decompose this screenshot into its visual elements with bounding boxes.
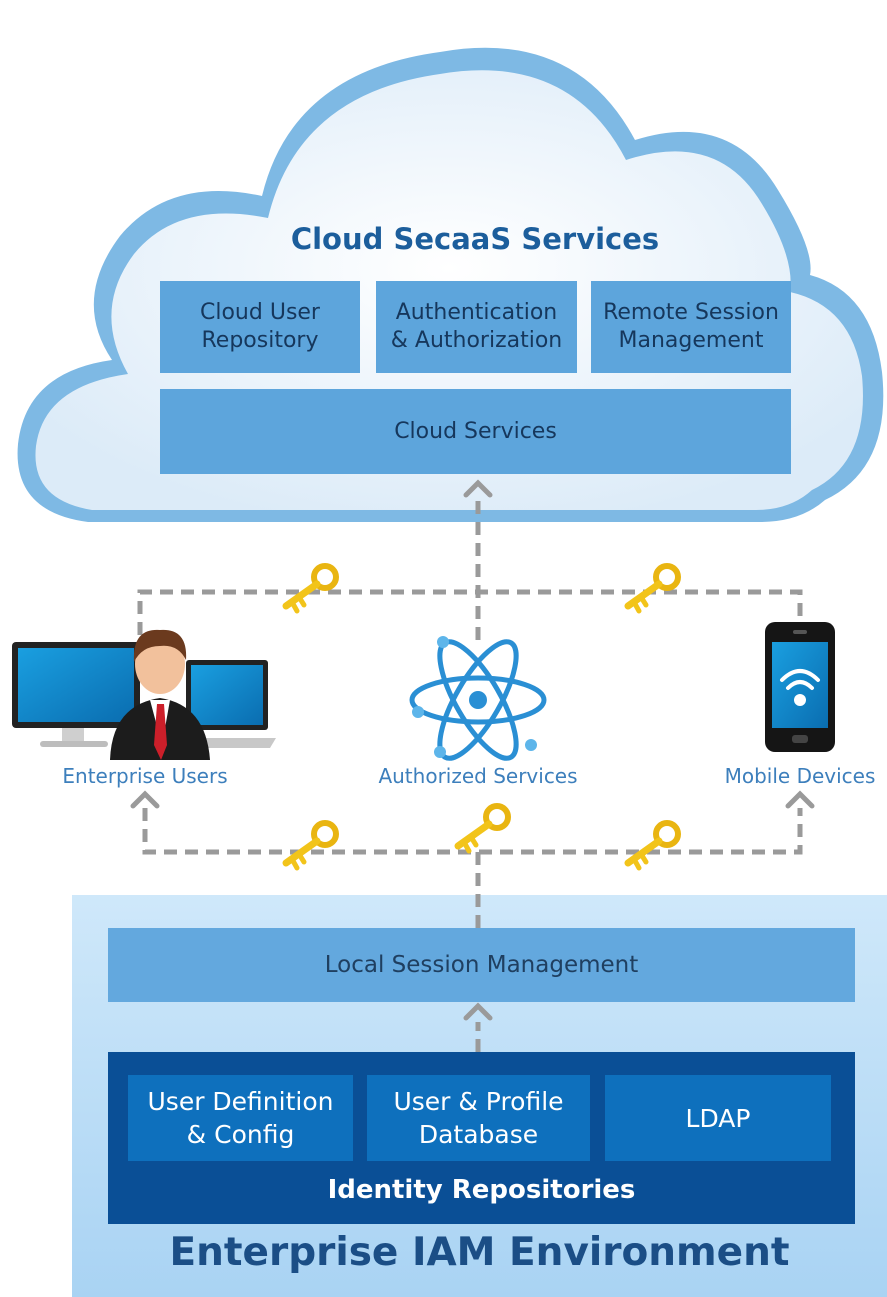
cloud-services-label: Cloud Services (394, 418, 557, 444)
user-profile-database-box: User & Profile Database (367, 1075, 590, 1161)
cloud-user-repository-box: Cloud User Repository (160, 281, 360, 373)
arrowheads (130, 479, 815, 1021)
enterprise-iam-environment-title: Enterprise IAM Environment (169, 1230, 790, 1275)
businessman-icon (110, 629, 210, 760)
cloud-box-label: Authentication & Authorization (390, 300, 563, 353)
local-session-label: Local Session Management (324, 952, 639, 978)
authentication-authorization-box: Authentication & Authorization (376, 281, 577, 373)
key-icon (628, 566, 678, 611)
cloud-box-label: Remote Session Management (603, 300, 779, 353)
repo-box-label: User Definition & Config (147, 1087, 334, 1149)
repo-box-label: User & Profile Database (393, 1087, 564, 1149)
cloud-services-box: Cloud Services (160, 389, 791, 474)
key-icon (458, 806, 508, 851)
key-icon (628, 823, 678, 868)
cloud-box-label: Cloud User Repository (200, 300, 320, 353)
key-icon (286, 823, 336, 868)
enterprise-users-label: Enterprise Users (62, 764, 228, 788)
ldap-box: LDAP (605, 1075, 831, 1161)
cloud-title: Cloud SecaaS Services (290, 222, 660, 256)
enterprise-users-icon (12, 629, 276, 760)
repo-box-label: LDAP (685, 1103, 751, 1133)
wifi-icon (780, 669, 820, 706)
local-session-management-box: Local Session Management (108, 928, 855, 1002)
connector-lines (137, 500, 803, 1052)
user-definition-config-box: User Definition & Config (128, 1075, 353, 1161)
monitor-icon (12, 642, 140, 747)
identity-repositories-title: Identity Repositories (327, 1175, 636, 1205)
atom-icon (409, 636, 547, 761)
mobile-devices-label: Mobile Devices (724, 764, 876, 788)
remote-session-management-box: Remote Session Management (591, 281, 791, 373)
authorized-services-label: Authorized Services (378, 764, 578, 788)
key-icon (286, 566, 336, 611)
smartphone-icon (765, 622, 835, 752)
